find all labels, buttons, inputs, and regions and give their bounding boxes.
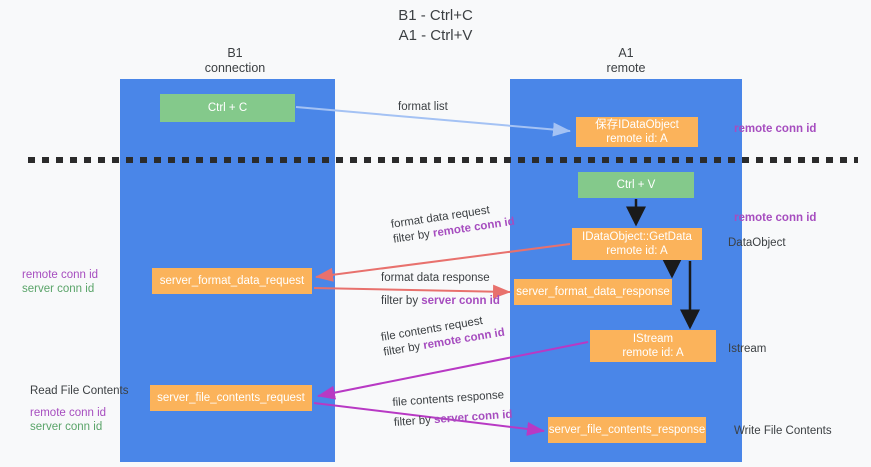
edge-label-file-contents-response-filter-prefix: filter by xyxy=(393,414,435,429)
box-server-format-data-request-label: server_format_data_request xyxy=(159,275,305,287)
annotation-server-conn-id-left-2: server conn id xyxy=(30,421,103,433)
edge-label-file-contents-response-filter-key: server conn id xyxy=(433,408,513,427)
annotation-dataobject: DataObject xyxy=(728,237,786,249)
edge-label-format-data-response-filter-key: server conn id xyxy=(421,295,500,307)
box-server-file-contents-request-label: server_file_contents_request xyxy=(157,392,305,404)
annotation-remote-conn-id-left-2: remote conn id xyxy=(30,407,107,419)
box-server-file-contents-response-label: server_file_contents_response xyxy=(548,424,706,436)
box-server-format-data-request[interactable]: server_format_data_request xyxy=(152,268,312,294)
column-header-a1-role: remote xyxy=(606,61,646,75)
edge-label-format-data-response-filter-prefix: filter by xyxy=(381,295,422,307)
edge-label-format-data-response: format data response filter by server co… xyxy=(381,271,500,309)
box-save-idataobject-line2: remote id: A xyxy=(606,133,668,145)
edge-label-format-data-request: format data request filter by remote con… xyxy=(390,200,516,248)
box-server-file-contents-response[interactable]: server_file_contents_response xyxy=(548,417,706,443)
column-header-a1-name: A1 xyxy=(618,46,634,60)
box-server-file-contents-request[interactable]: server_file_contents_request xyxy=(150,385,312,411)
edge-label-format-data-response-line1: format data response xyxy=(381,272,490,284)
column-header-b1-name: B1 xyxy=(227,46,243,60)
annotation-remote-conn-id-mid: remote conn id xyxy=(734,212,817,224)
title-line-2: A1 - Ctrl+V xyxy=(398,27,473,44)
annotation-istream: Istream xyxy=(728,343,767,355)
box-istream-line2: remote id: A xyxy=(622,347,684,359)
box-ctrl-v-label: Ctrl + V xyxy=(616,179,656,191)
edge-label-file-contents-response-line1: file contents response xyxy=(392,389,505,409)
box-istream[interactable]: IStream remote id: A xyxy=(590,330,716,362)
title-line-1: B1 - Ctrl+C xyxy=(398,7,473,24)
box-ctrl-c[interactable]: Ctrl + C xyxy=(160,94,295,122)
box-idataobject-getdata-line1: IDataObject::GetData xyxy=(582,231,692,243)
edge-label-file-contents-request: file contents request filter by remote c… xyxy=(380,311,506,361)
box-save-idataobject[interactable]: 保存IDataObject remote id: A xyxy=(576,117,698,147)
column-header-b1: B1 connection xyxy=(125,46,345,76)
box-ctrl-c-label: Ctrl + C xyxy=(207,102,248,114)
annotation-server-conn-id-left-1: server conn id xyxy=(22,283,95,295)
box-server-format-data-response[interactable]: server_format_data_response xyxy=(514,279,672,305)
diagram-title: B1 - Ctrl+C A1 - Ctrl+V xyxy=(0,6,871,46)
edge-label-file-contents-response: file contents response filter by server … xyxy=(392,388,513,431)
annotation-read-file-contents: Read File Contents xyxy=(30,385,129,397)
edge-label-format-list: format list xyxy=(398,101,448,113)
column-header-b1-role: connection xyxy=(204,61,266,75)
box-ctrl-v[interactable]: Ctrl + V xyxy=(578,172,694,198)
annotation-group-read-file-contents: Read File Contents remote conn id server… xyxy=(30,384,128,434)
box-idataobject-getdata[interactable]: IDataObject::GetData remote id: A xyxy=(572,228,702,260)
annotation-group-conn-ids-top: remote conn id server conn id xyxy=(22,268,98,296)
annotation-remote-conn-id-left-1: remote conn id xyxy=(22,269,99,281)
box-idataobject-getdata-line2: remote id: A xyxy=(606,245,668,257)
annotation-write-file-contents: Write File Contents xyxy=(734,425,832,437)
box-server-format-data-response-label: server_format_data_response xyxy=(516,286,670,298)
box-save-idataobject-line1: 保存IDataObject xyxy=(595,119,679,131)
annotation-remote-conn-id-top: remote conn id xyxy=(734,123,817,135)
column-header-a1: A1 remote xyxy=(510,46,742,76)
box-istream-line1: IStream xyxy=(632,333,674,345)
